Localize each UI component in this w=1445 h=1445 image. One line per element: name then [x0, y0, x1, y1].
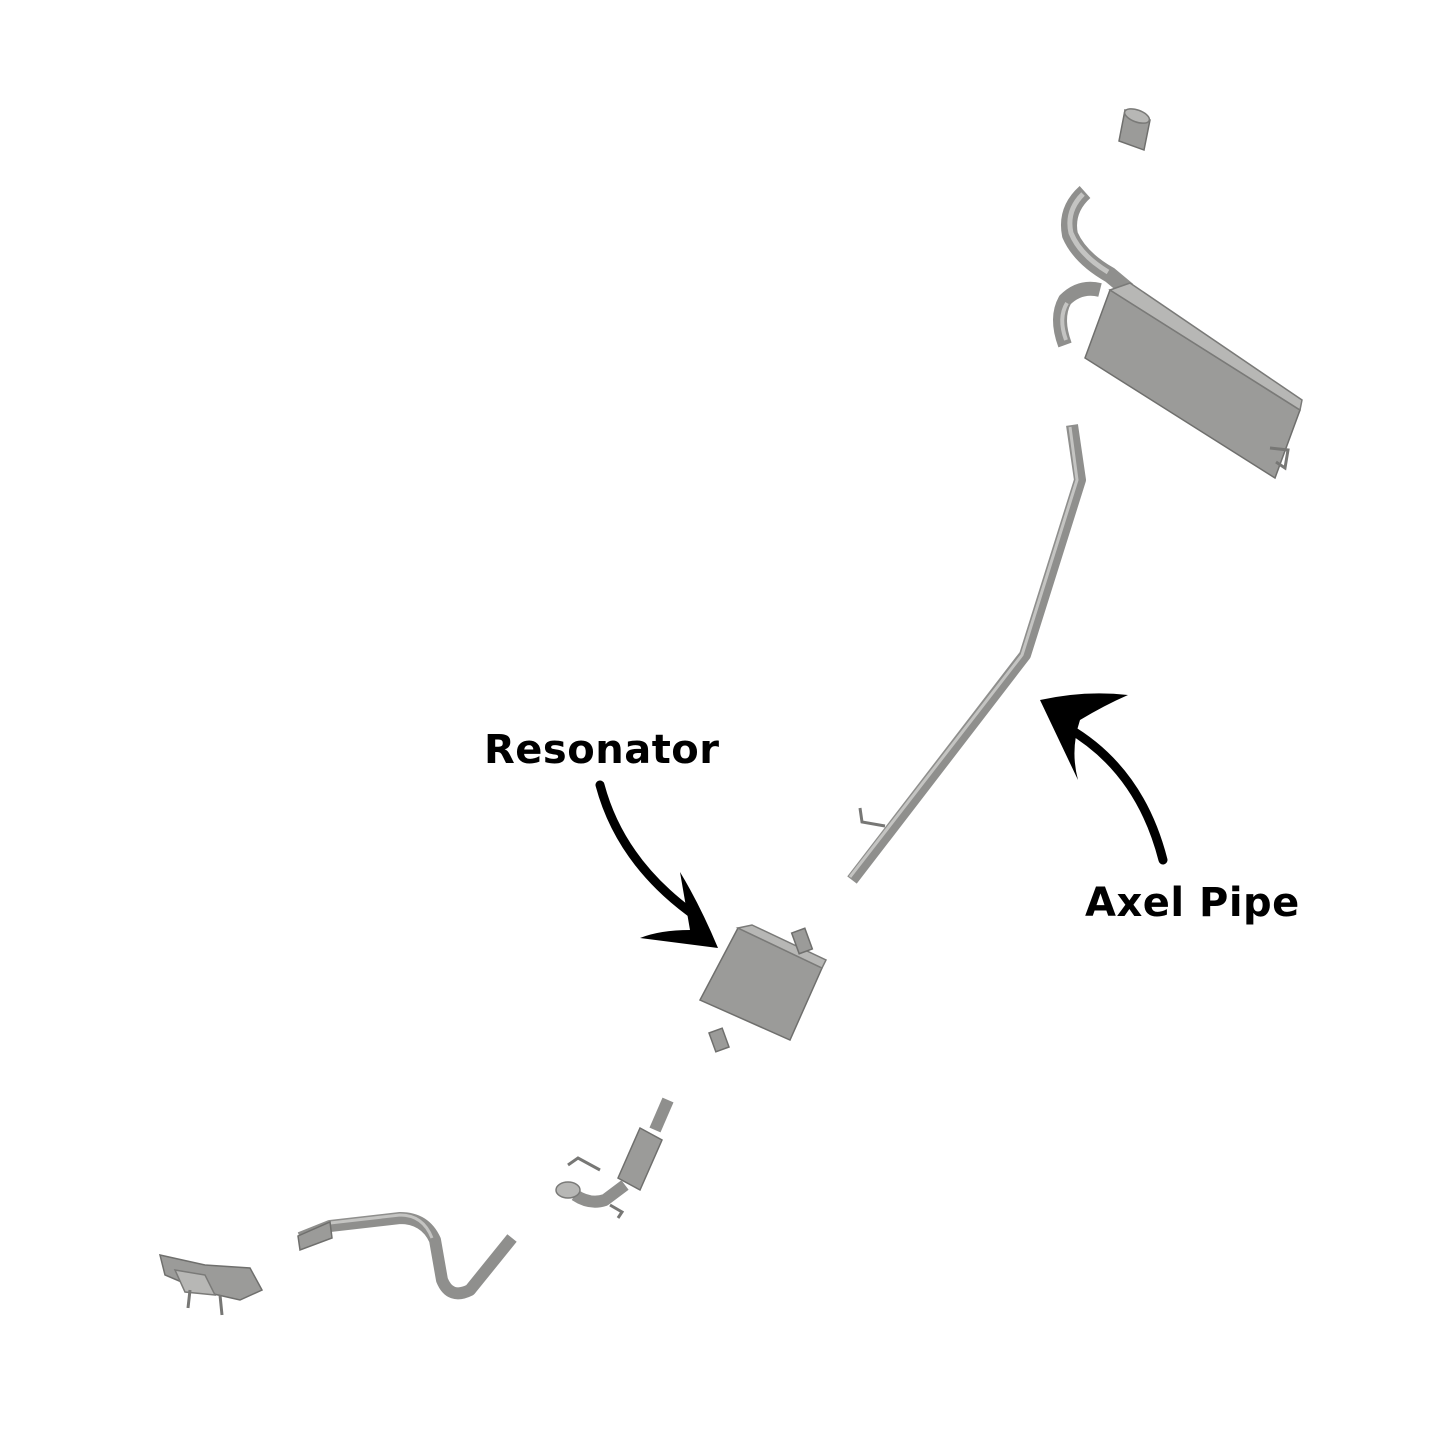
catalytic-converter	[556, 1100, 668, 1218]
axel-pipe-arrow	[1040, 693, 1163, 860]
resonator-label: Resonator	[484, 730, 720, 770]
axel-pipe	[850, 425, 1080, 880]
resonator	[700, 925, 826, 1052]
resonator-arrow	[600, 785, 718, 948]
front-pipe	[298, 1215, 512, 1293]
exhaust-tip	[1119, 106, 1151, 150]
tailpipe	[1069, 192, 1128, 290]
muffler	[1060, 283, 1302, 478]
manifold	[160, 1255, 262, 1315]
axel-pipe-label: Axel Pipe	[1085, 883, 1300, 923]
